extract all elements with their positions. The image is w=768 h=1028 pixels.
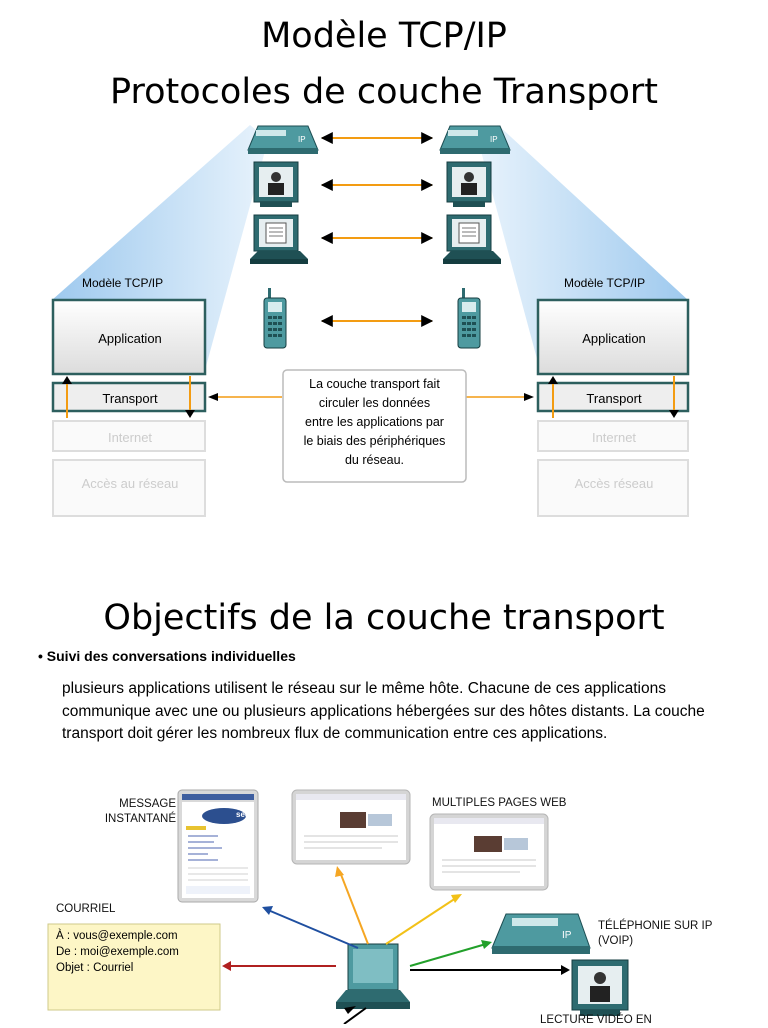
web-pages-label: MULTIPLES PAGES WEB xyxy=(432,797,567,809)
right-access-layer: Accès réseau xyxy=(574,475,654,491)
left-application-layer: Application xyxy=(98,330,162,346)
mail-from: De : moi@exemple.com xyxy=(56,946,179,958)
callout-line: le biais des périphériques xyxy=(303,434,446,448)
right-access-box-bg xyxy=(537,459,689,517)
svg-text:IP: IP xyxy=(298,135,306,144)
callout-line: du réseau. xyxy=(344,453,405,467)
mail-box-bg xyxy=(47,923,221,1011)
slide2-bullet: • Suivi des conversations individuelles xyxy=(38,648,296,664)
callout-text: La couche transport fait circuler les do… xyxy=(284,375,465,470)
voip-label: TÉLÉPHONIE SUR IP (VOIP) xyxy=(598,919,712,949)
voip-label-line1: TÉLÉPHONIE SUR IP xyxy=(598,920,713,932)
mail-to: À : vous@exemple.com xyxy=(56,930,178,942)
svg-text:IP: IP xyxy=(562,930,572,941)
im-window-brand: seek xyxy=(236,810,254,819)
right-beam xyxy=(478,125,688,370)
left-beam xyxy=(52,125,268,370)
central-computer-icon xyxy=(336,943,410,1009)
left-model-label: Modèle TCP/IP xyxy=(82,276,164,290)
ip-phone-icon: IP xyxy=(491,913,591,954)
left-transport-box-bg xyxy=(51,381,207,413)
callout-box-bg xyxy=(282,369,467,483)
mail-subject: Objet : Courriel xyxy=(56,962,134,974)
slide1-title-line1: Modèle TCP/IP xyxy=(261,16,507,56)
left-access-layer: Accès au réseau xyxy=(81,475,179,491)
callout-line: entre les applications par xyxy=(305,415,444,429)
left-internet-box-bg xyxy=(52,420,206,452)
right-application-box-bg xyxy=(536,298,690,376)
video-label: LECTURE VIDÉO EN xyxy=(540,1014,652,1026)
right-application-layer: Application xyxy=(582,330,646,346)
video-monitor-icon xyxy=(571,959,629,1016)
instant-message-label-line2: INSTANTANÉ xyxy=(104,813,176,825)
mail-label: COURRIEL xyxy=(56,903,116,915)
slide2-paragraph: plusieurs applications utilisent le rése… xyxy=(62,680,705,742)
instant-message-label-line1: MESSAGE xyxy=(119,798,176,810)
right-model-label: Modèle TCP/IP xyxy=(564,276,646,290)
voip-label-line2: (VOIP) xyxy=(598,935,634,947)
slide2-title: Objectifs de la couche transport xyxy=(103,598,665,638)
web-page-window-icon xyxy=(291,789,411,865)
left-internet-layer: Internet xyxy=(107,429,153,445)
web-page-window-icon xyxy=(429,813,549,891)
left-transport-layer: Transport xyxy=(102,390,158,406)
callout-line: La couche transport fait xyxy=(309,377,440,391)
ip-phone-icon: IP xyxy=(439,125,511,154)
right-internet-layer: Internet xyxy=(591,429,637,445)
right-transport-layer: Transport xyxy=(586,390,642,406)
right-internet-box-bg xyxy=(537,420,689,452)
mail-box: À : vous@exemple.com De : moi@exemple.co… xyxy=(56,928,179,976)
document-computer-icon xyxy=(443,214,501,264)
instant-message-window-icon xyxy=(177,789,259,903)
right-transport-box-bg xyxy=(536,381,690,413)
video-monitor-icon xyxy=(446,161,492,207)
callout-line: circuler les données xyxy=(318,396,431,410)
svg-text:IP: IP xyxy=(490,135,498,144)
document-computer-icon xyxy=(250,214,308,264)
left-access-box-bg xyxy=(52,459,206,517)
slide1-title-line2: Protocoles de couche Transport xyxy=(110,72,658,112)
cell-phone-icon xyxy=(263,288,287,349)
video-monitor-icon xyxy=(253,161,299,207)
cell-phone-icon xyxy=(457,288,481,349)
instant-message-label: MESSAGE INSTANTANÉ xyxy=(90,797,176,827)
ip-phone-icon: IP xyxy=(247,125,319,154)
left-application-box-bg xyxy=(51,298,207,376)
